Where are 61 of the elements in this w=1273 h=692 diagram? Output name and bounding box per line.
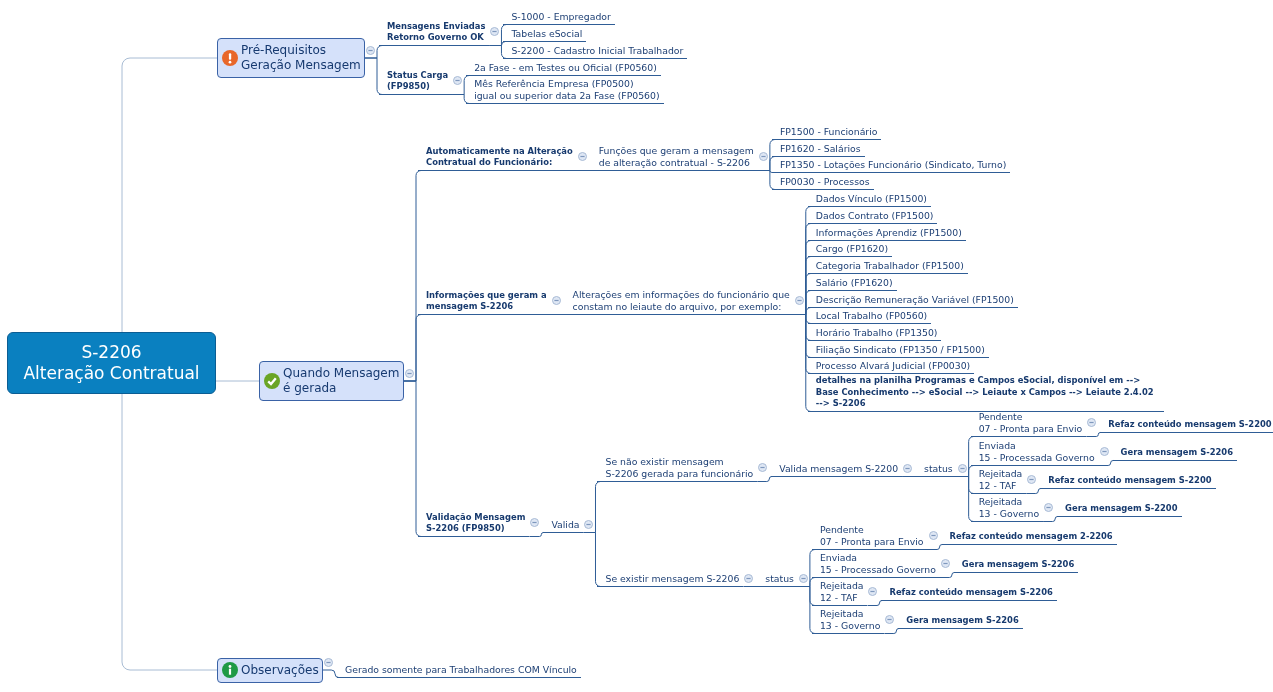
connector-line — [215, 380, 260, 382]
topic-label: Valida mensagem S-2200 — [771, 462, 903, 477]
topic-label: Refaz conteúdo mensagem S-2200 — [1100, 418, 1273, 433]
topic-label: Validação Mensagem S-2206 (FP9850) — [418, 511, 530, 537]
topic-label: Mensagens Enviadas Retorno Governo OK — [379, 20, 490, 46]
topic-label: Local Trabalho (FP0560) — [807, 309, 932, 324]
topic-label: Rejeitada 12 - TAF — [970, 468, 1027, 494]
topic-label: Refaz conteúdo mensagem S-2200 — [1040, 474, 1216, 489]
central-topic: S-2206 Alteração Contratual — [7, 332, 216, 394]
topic-label: Se não existir mensagem S-2206 gerada para funcionário — [597, 456, 758, 482]
topic-label: Gera mensagem S-2206 — [953, 558, 1079, 573]
topic-label: status — [916, 462, 957, 477]
topic-label: Se existir mensagem S-2206 — [597, 572, 744, 587]
main-topic — [217, 657, 323, 683]
topic-label: Pendente 07 - Pronta para Envio — [811, 524, 928, 550]
topic-text: Quando Mensagem é gerada — [283, 366, 400, 396]
topic-label: Mês Referência Empresa (FP0500) igual ou superior data 2a Fase (FP0560) — [466, 78, 664, 104]
connector-line — [121, 57, 218, 333]
topic-label: Salário (FP1620) — [807, 276, 897, 291]
topic-label: Refaz conteúdo mensagem 2-2206 — [941, 530, 1117, 545]
topic-label: Informações Aprendiz (FP1500) — [807, 226, 966, 241]
topic-label: S-1000 - Empregador — [503, 10, 615, 25]
topic-label: Categoria Trabalhador (FP1500) — [807, 259, 968, 274]
topic-label: Gera mensagem S-2206 — [1112, 446, 1237, 461]
topic-label: Pendente 07 - Pronta para Envio — [970, 411, 1087, 437]
topic-label: Funções que geram a mensagem de alteração contratual - S-2206 — [590, 145, 758, 171]
topic-label: Refaz conteúdo mensagem S-2206 — [881, 586, 1057, 601]
topic-label: Automaticamente na Alteração Contratual do Funcionário: — [418, 145, 577, 171]
topic-label: Cargo (FP1620) — [807, 242, 893, 257]
topic-label: Enviada 15 - Processada Governo — [970, 440, 1099, 466]
topic-label: Alterações em informações do funcionário que constam no leiaute do arquivo, por exemplo: — [564, 289, 794, 315]
topic-label: Tabelas eSocial — [503, 27, 587, 42]
topic-label: FP1350 - Lotações Funcionário (Sindicato, Turno) — [771, 158, 1011, 173]
topic-label: Valida — [543, 518, 584, 533]
topic-label: Enviada 15 - Processado Governo — [811, 552, 940, 578]
topic-label: Descrição Remuneração Variável (FP1500) — [807, 293, 1018, 308]
topic-label: detalhes na planilha Programas e Campos eSocial, disponível em --> Base Conhecimento --> eSocial --> Leiaute x Campos --> Leiaute 2.4.02 --> S-2206 — [807, 375, 1164, 412]
topic-label: Gera mensagem S-2206 — [898, 614, 1023, 629]
topic-label: FP0030 - Processos — [771, 175, 874, 190]
topic-label: Horário Trabalho (FP1350) — [807, 326, 942, 341]
main-topic — [217, 38, 365, 78]
topic-label: Gera mensagem S-2200 — [1057, 502, 1182, 517]
connector-line — [121, 393, 218, 671]
topic-label: Dados Vínculo (FP1500) — [807, 192, 931, 207]
topic-label: Gerado somente para Trabalhadores COM Vínculo — [337, 663, 581, 678]
topic-label: Status Carga (FP9850) — [379, 69, 453, 95]
topic-label: Informações que geram a mensagem S-2206 — [418, 289, 551, 315]
topic-label: status — [757, 572, 798, 587]
topic-label: FP1500 - Funcionário — [771, 125, 882, 140]
main-topic — [259, 361, 404, 401]
topic-label: Filiação Sindicato (FP1350 / FP1500) — [807, 343, 989, 358]
topic-label: Processo Alvará Judicial (FP0030) — [807, 359, 975, 374]
topic-label: Rejeitada 12 - TAF — [811, 580, 868, 606]
topic-text: Pré-Requisitos Geração Mensagem — [241, 43, 361, 73]
topic-label: Dados Contrato (FP1500) — [807, 209, 938, 224]
topic-label: Rejeitada 13 - Governo — [811, 608, 885, 634]
topic-label: Rejeitada 13 - Governo — [970, 496, 1044, 522]
topic-text: Observações — [241, 662, 319, 678]
topic-label: FP1620 - Salários — [771, 142, 865, 157]
topic-label: 2a Fase - em Testes ou Oficial (FP0560) — [466, 61, 661, 76]
topic-label: S-2200 - Cadastro Inicial Trabalhador — [503, 44, 688, 59]
